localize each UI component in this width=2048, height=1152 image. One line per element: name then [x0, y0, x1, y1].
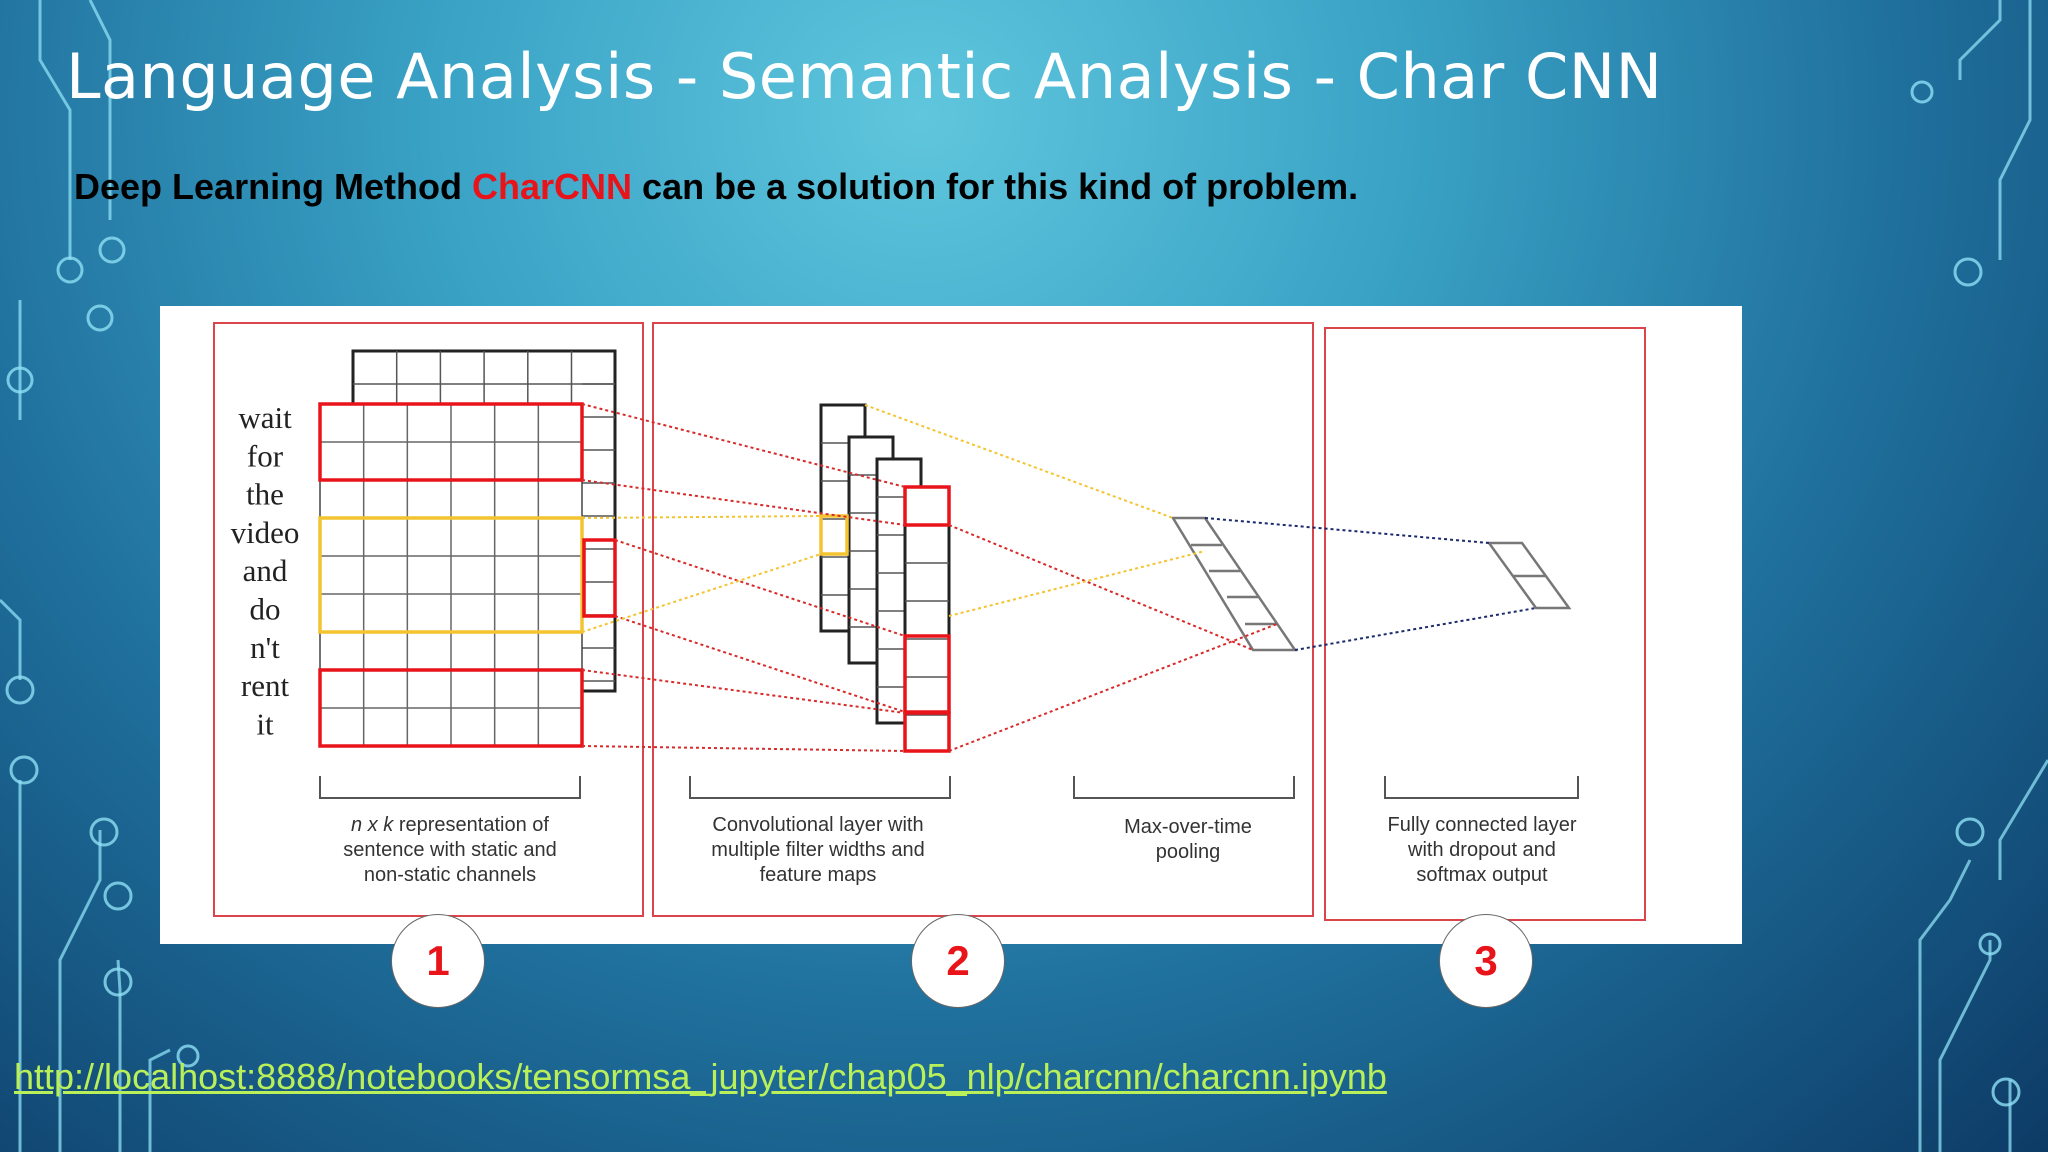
- caption-pool-line2: pooling: [1156, 841, 1221, 863]
- softmax-output: [1486, 541, 1572, 610]
- badge-1: 1: [391, 914, 485, 1008]
- caption-conv-line1: Convolutional layer with: [712, 814, 923, 836]
- filter-window-yellow: [318, 516, 584, 634]
- caption-input-line1: n x k representation of: [351, 814, 549, 836]
- caption-fc-line1: Fully connected layer: [1388, 814, 1577, 836]
- pooled-vector: [1170, 516, 1298, 652]
- sentence-word: wait: [238, 400, 292, 435]
- sentence-word: it: [256, 706, 274, 741]
- sentence-word: and: [243, 553, 288, 588]
- badge-2: 2: [911, 914, 1005, 1008]
- caption-fc-line2: with dropout and: [1407, 839, 1556, 861]
- caption-conv-line3: feature maps: [760, 864, 877, 886]
- connections-navy: [1204, 517, 1537, 651]
- sentence-matrix: [318, 402, 617, 748]
- filter-window-bottom: [318, 668, 584, 748]
- caption-input-line3: non-static channels: [364, 864, 536, 886]
- filter-window-side: [582, 538, 617, 618]
- sentence-word: the: [246, 477, 284, 512]
- caption-input-line2: sentence with static and: [343, 839, 556, 861]
- caption-fc-line3: softmax output: [1416, 864, 1548, 886]
- subtitle-suffix: can be a solution for this kind of probl…: [632, 166, 1359, 207]
- connections-yellow: [581, 404, 1206, 633]
- feature-maps: [819, 403, 951, 753]
- caption-conv-line2: multiple filter widths and: [711, 839, 924, 861]
- sentence-word: video: [231, 515, 300, 550]
- section-frame-conv: [652, 322, 1314, 917]
- connections-red: [581, 403, 1278, 752]
- sentence-word: for: [247, 438, 284, 473]
- filter-window-top: [318, 402, 584, 482]
- slide-title: Language Analysis - Semantic Analysis - …: [66, 40, 1663, 113]
- sentence-word: do: [250, 592, 281, 627]
- sentence-word: rent: [241, 668, 290, 703]
- caption-pool-line1: Max-over-time: [1124, 816, 1252, 838]
- subtitle-prefix: Deep Learning Method: [74, 166, 473, 207]
- subtitle-highlight: CharCNN: [472, 166, 633, 207]
- caption-brackets: [319, 776, 1579, 799]
- slide-subtitle: Deep Learning Method CharCNN can be a so…: [74, 166, 1358, 208]
- notebook-link[interactable]: http://localhost:8888/notebooks/tensorms…: [14, 1056, 1387, 1097]
- sentence-word: n't: [250, 630, 280, 665]
- badge-3: 3: [1439, 914, 1533, 1008]
